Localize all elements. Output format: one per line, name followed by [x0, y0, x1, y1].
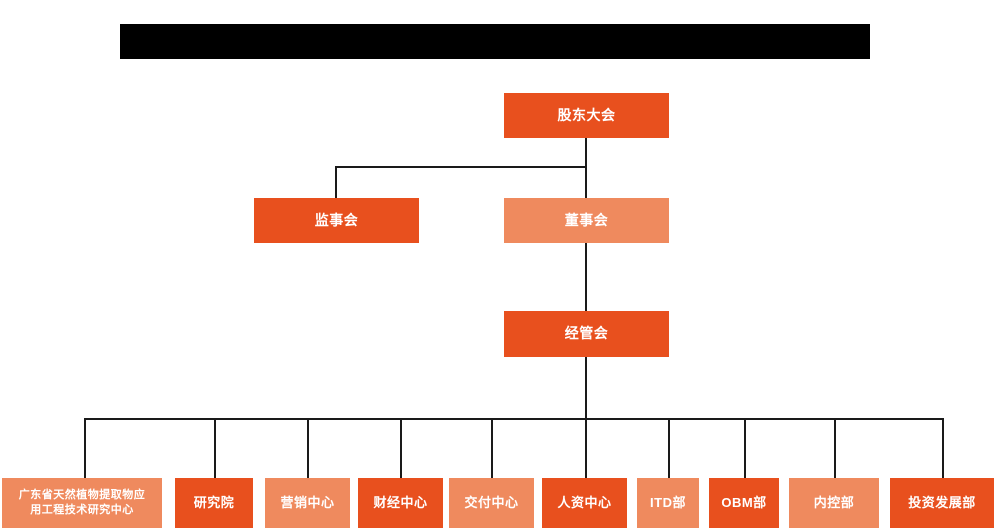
connector-drop-dept-6 — [668, 418, 670, 478]
connector-drop-dept-3 — [400, 418, 402, 478]
node-dept-delivery-center[interactable]: 交付中心 — [449, 478, 534, 528]
connector-drop-dept-5 — [585, 418, 587, 478]
redacted-title-bar — [120, 24, 870, 59]
node-dept-obm[interactable]: OBM部 — [709, 478, 779, 528]
connector-to-directors — [585, 166, 587, 198]
connector-drop-dept-2 — [307, 418, 309, 478]
node-board-of-directors[interactable]: 董事会 — [504, 198, 669, 243]
node-dept-internal-control[interactable]: 内控部 — [789, 478, 879, 528]
connector-drop-dept-0 — [84, 418, 86, 478]
node-dept-research-institute[interactable]: 研究院 — [175, 478, 253, 528]
node-management-committee[interactable]: 经管会 — [504, 311, 669, 357]
node-dept-marketing-center[interactable]: 营销中心 — [265, 478, 350, 528]
dept-label-line-2: 用工程技术研究中心 — [30, 504, 134, 516]
node-board-of-supervisors[interactable]: 监事会 — [254, 198, 419, 243]
dept-label-line-1: 广东省天然植物提取物应 — [18, 489, 146, 502]
node-dept-itd[interactable]: ITD部 — [637, 478, 699, 528]
connector-to-supervisors — [335, 166, 337, 198]
node-shareholders-meeting[interactable]: 股东大会 — [504, 93, 669, 138]
connector-drop-dept-1 — [214, 418, 216, 478]
connector-department-bus — [84, 418, 942, 420]
connector-drop-dept-8 — [834, 418, 836, 478]
node-dept-research-center[interactable]: 广东省天然植物提取物应 用工程技术研究中心 — [2, 478, 162, 528]
connector-level1-down — [585, 138, 587, 167]
connector-drop-dept-4 — [491, 418, 493, 478]
connector-level1-horizontal — [335, 166, 587, 168]
node-dept-finance-center[interactable]: 财经中心 — [358, 478, 443, 528]
connector-directors-to-management — [585, 243, 587, 311]
node-dept-investment-development[interactable]: 投资发展部 — [890, 478, 994, 528]
connector-drop-dept-9 — [942, 418, 944, 478]
connector-management-to-bus — [585, 357, 587, 419]
connector-drop-dept-7 — [744, 418, 746, 478]
node-dept-hr-center[interactable]: 人资中心 — [542, 478, 627, 528]
